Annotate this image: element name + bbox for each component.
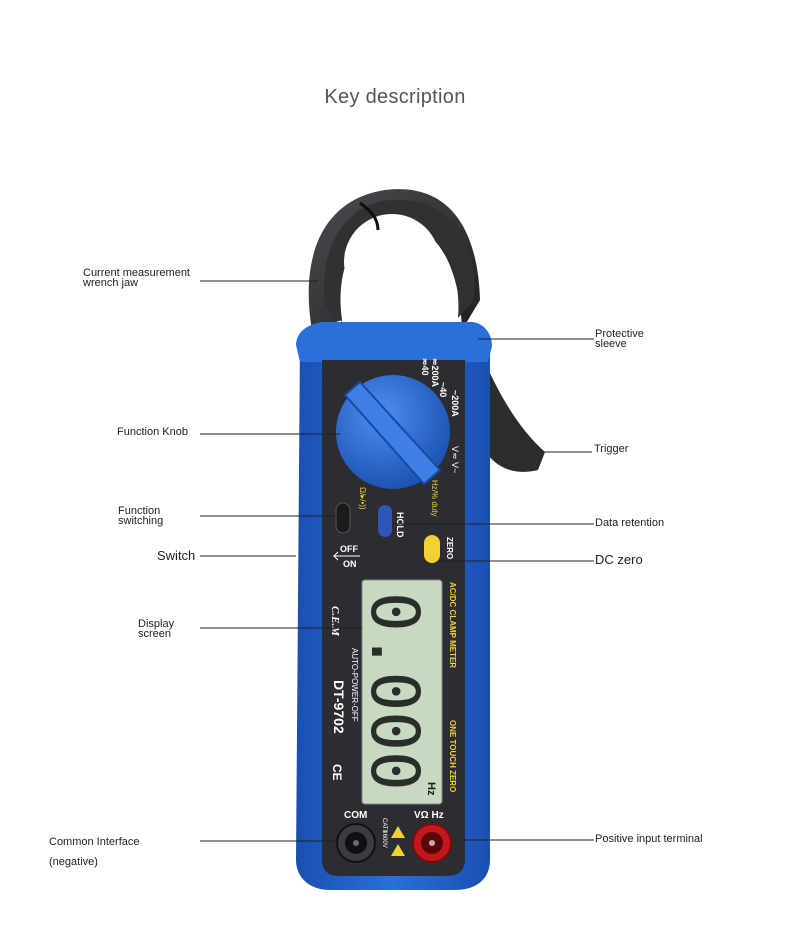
label-dc-zero: DC zero bbox=[595, 552, 643, 567]
ce-mark: CE bbox=[330, 764, 344, 781]
label-jaw-line1: Current measurement bbox=[83, 267, 190, 279]
label-function-switching: Function switching bbox=[118, 505, 164, 527]
range-label-3: ≂200A bbox=[430, 358, 440, 388]
on-text: ON bbox=[343, 559, 357, 569]
label-knob: Function Knob bbox=[117, 426, 188, 438]
label-common-line2: (negative) bbox=[49, 856, 98, 868]
off-text: OFF bbox=[340, 544, 358, 554]
lcd-unit: Hz bbox=[425, 782, 437, 796]
label-common-line1: Common Interface bbox=[49, 836, 140, 848]
side-label-bottom: ONE TOUCH ZERO bbox=[448, 720, 457, 792]
label-jaw: Current measurement wrench jaw bbox=[83, 267, 190, 289]
hold-button[interactable] bbox=[378, 505, 392, 537]
clamp-jaw bbox=[308, 189, 480, 330]
off-on-arrow bbox=[332, 551, 360, 561]
lcd-display: 0.000 Hz bbox=[356, 579, 443, 805]
label-trigger: Trigger bbox=[594, 443, 629, 455]
hold-text: HOLD bbox=[395, 512, 405, 538]
label-display-line2: screen bbox=[138, 628, 172, 640]
label-sleeve-line2: sleeve bbox=[595, 338, 627, 350]
lcd-digits: 0.000 bbox=[356, 592, 433, 791]
page-title: Key description bbox=[324, 86, 466, 108]
range-label-4: ≂40 bbox=[420, 358, 430, 376]
function-switch-button[interactable] bbox=[335, 502, 351, 534]
function-knob[interactable] bbox=[336, 375, 450, 489]
label-display: Display screen bbox=[138, 618, 175, 640]
label-sleeve: Protective sleeve bbox=[595, 328, 644, 350]
range-label-1: ~200A bbox=[450, 390, 460, 417]
mode-label-hz: Hz/% duty bbox=[430, 480, 439, 516]
brand-logo: C.E.M bbox=[329, 606, 341, 637]
com-terminal[interactable] bbox=[336, 823, 376, 863]
label-sleeve-line1: Protective bbox=[595, 328, 644, 340]
range-label-2: ~40 bbox=[438, 382, 448, 397]
warning-triangle-icon-2 bbox=[391, 844, 405, 856]
label-hold: Data retention bbox=[595, 517, 665, 529]
vohm-text: VΩ Hz bbox=[414, 810, 444, 821]
mode-label-ohm: Ω/▸/•)) bbox=[358, 487, 367, 510]
range-label-v: V≂ V~ bbox=[450, 446, 460, 473]
zero-text: ZERO bbox=[445, 537, 454, 559]
auto-off-text: AUTO-POWER-OFF bbox=[350, 648, 359, 722]
label-fswitch-line2: switching bbox=[118, 515, 164, 527]
label-positive: Positive input terminal bbox=[595, 833, 703, 845]
label-fswitch-line1: Function bbox=[118, 505, 161, 517]
label-jaw-line2: wrench jaw bbox=[83, 277, 139, 289]
side-label-top: AC/DC CLAMP METER bbox=[448, 582, 457, 668]
label-display-line1: Display bbox=[138, 618, 175, 630]
positive-terminal[interactable] bbox=[412, 823, 452, 863]
warning-triangle-icon bbox=[391, 826, 405, 838]
label-switch: Switch bbox=[157, 548, 196, 563]
protective-sleeve bbox=[296, 322, 492, 362]
com-text: COM bbox=[344, 810, 367, 821]
label-common: Common Interface (negative) bbox=[49, 832, 139, 872]
dc-zero-button[interactable] bbox=[424, 535, 440, 563]
model-name: DT-9702 bbox=[331, 680, 347, 734]
cat-text: CATⅢ600V bbox=[381, 818, 387, 848]
